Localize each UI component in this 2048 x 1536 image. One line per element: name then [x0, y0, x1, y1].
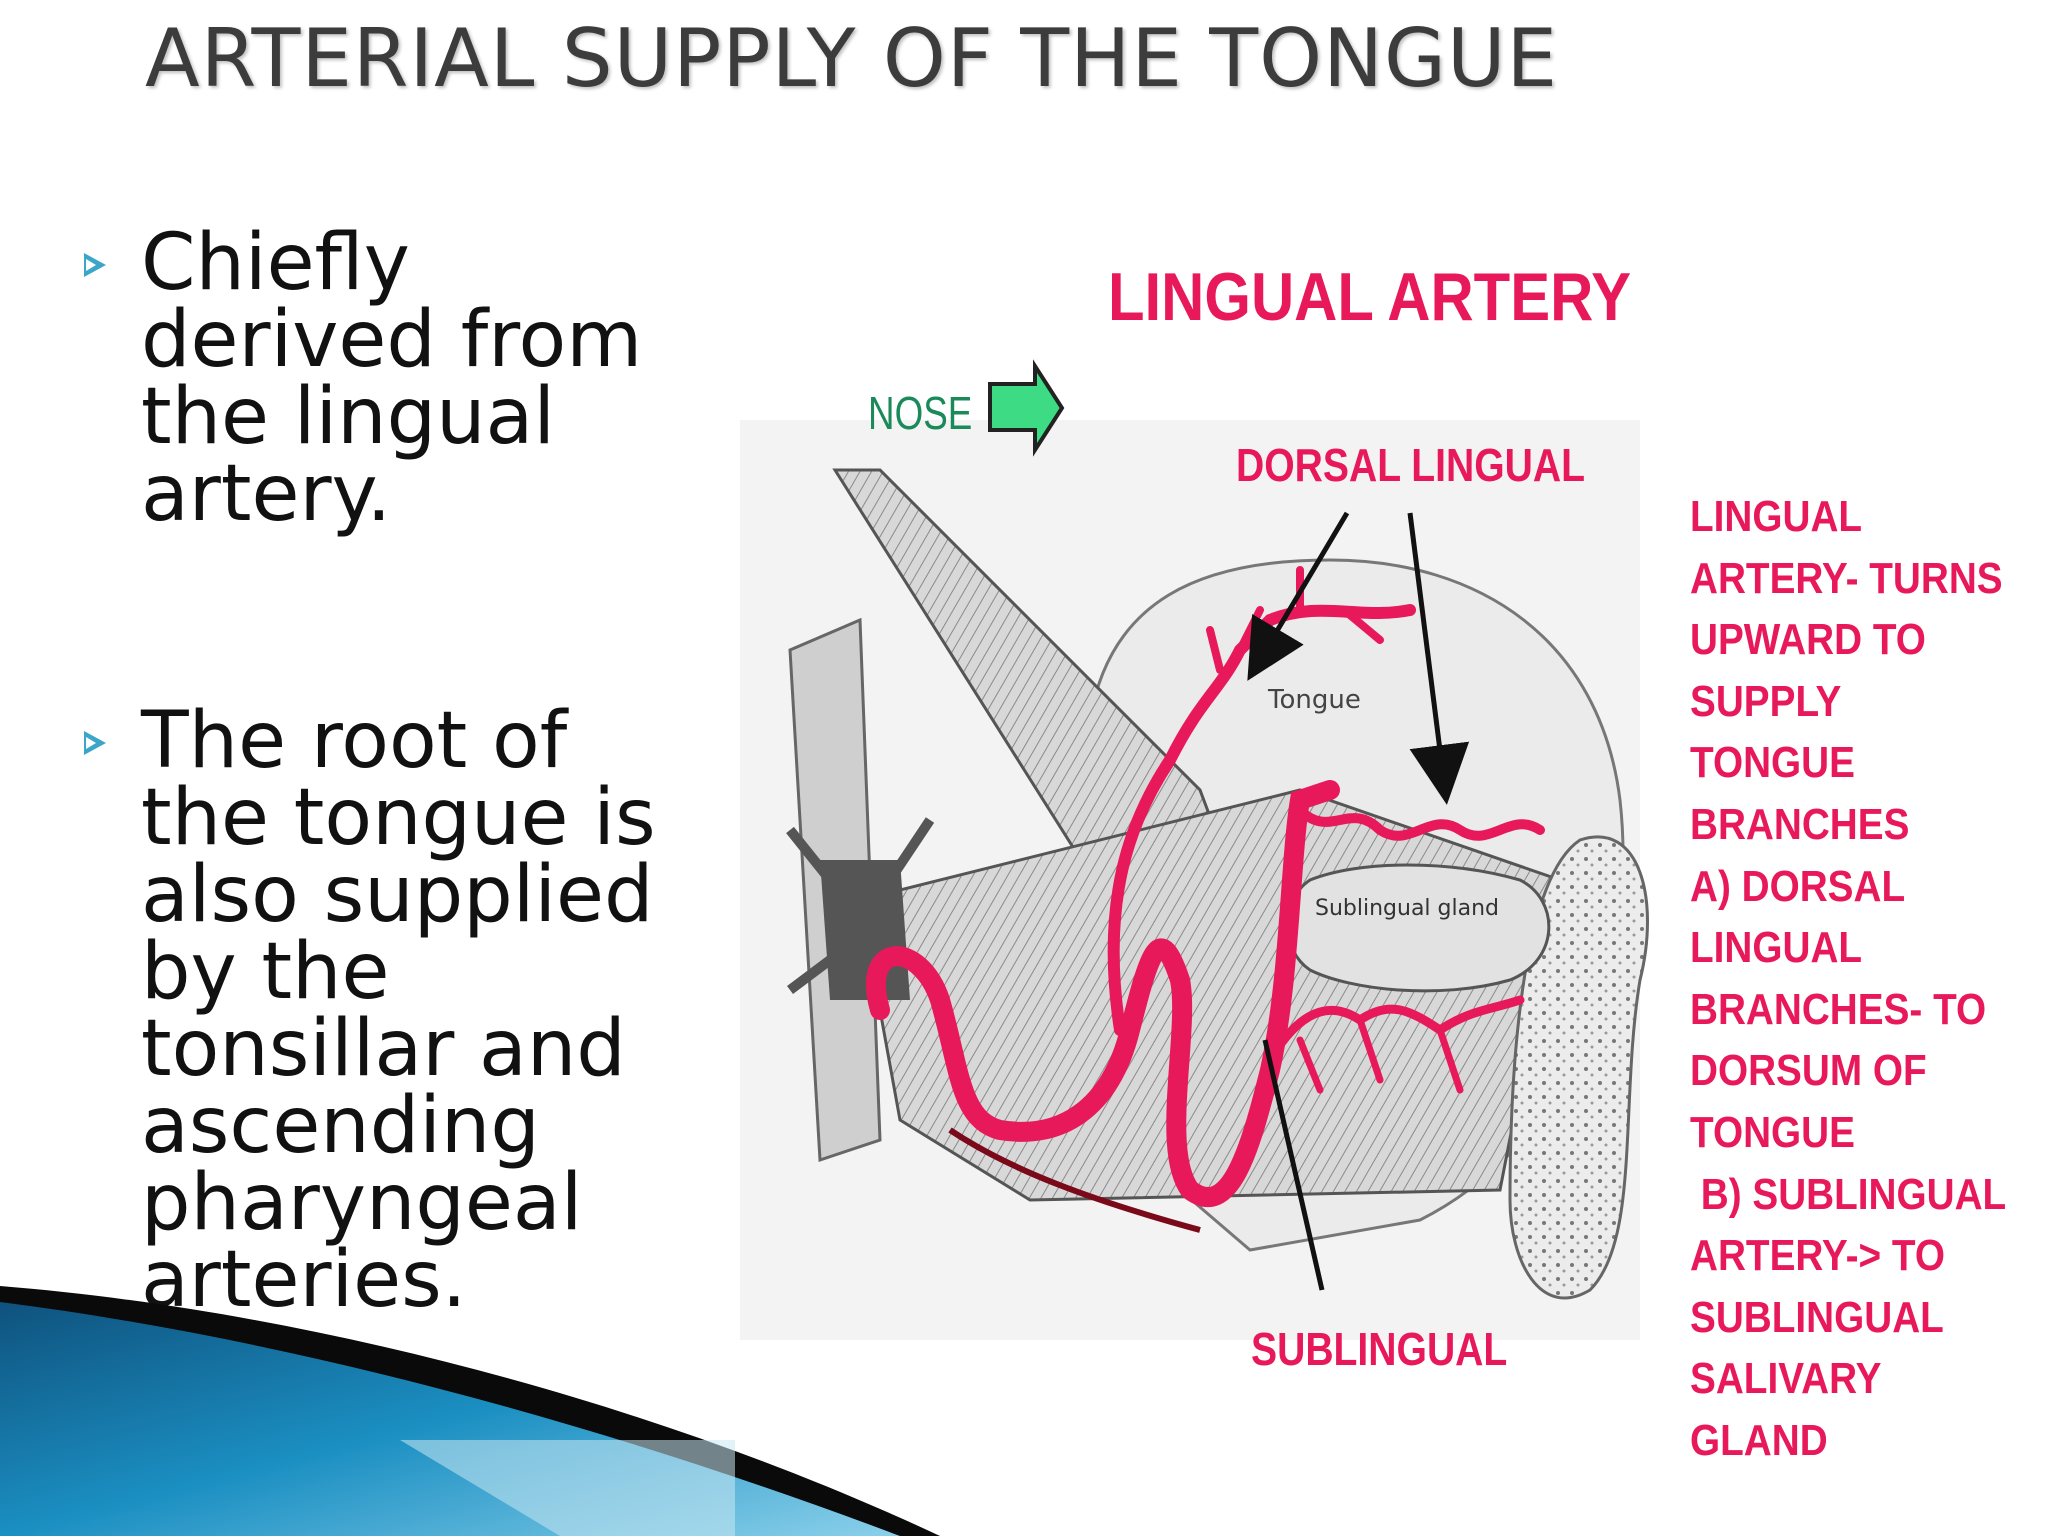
sublingual-twigs — [1296, 1016, 1464, 1094]
bullet-item-1: Chiefly derived from the lingual artery. — [84, 224, 644, 533]
side-note-line: SUPPLY — [1690, 676, 1842, 726]
dorsal-pointer-line — [1407, 512, 1470, 805]
dorsal-lingual-artery — [1107, 604, 1416, 1036]
bullet-arrow-icon — [84, 253, 106, 277]
side-note-line: UPWARD TO — [1690, 615, 1926, 665]
side-note-line: LINGUAL — [1690, 492, 1863, 541]
side-note-line: GLAND — [1690, 1415, 1828, 1465]
mandible-section — [1508, 835, 1649, 1300]
sublingual-label: SUBLINGUAL — [1251, 1323, 1508, 1375]
side-note-line: B) SUBLINGUAL — [1690, 1169, 2007, 1219]
side-note-line: SALIVARY — [1690, 1354, 1882, 1404]
side-note-line: BRANCHES- TO — [1690, 984, 1987, 1034]
sublingual-pointer-line — [1262, 1039, 1325, 1291]
tongue-text: Tongue — [1267, 685, 1361, 715]
side-note-line: A) DORSAL — [1690, 861, 1906, 911]
dorsal-lingual-label: DORSAL LINGUAL — [1236, 439, 1586, 491]
gland-text: Sublingual gland — [1315, 896, 1499, 921]
external-carotid-stump — [820, 860, 910, 1000]
side-note-line: TONGUE — [1690, 738, 1855, 788]
side-note-line: TONGUE — [1690, 1107, 1855, 1157]
bullet-arrow-icon — [84, 731, 106, 755]
sublingual-artery — [1265, 995, 1525, 1065]
side-note-line: DORSUM OF — [1690, 1046, 1927, 1096]
side-note: LINGUAL ARTERY- TURNS UPWARD TO SUPPLY T… — [1690, 486, 2006, 1472]
nose-arrow-icon — [988, 359, 1065, 457]
side-note-line: ARTERY-> TO — [1690, 1231, 1945, 1281]
slide-title: ARTERIAL SUPPLY OF THE TONGUE — [145, 12, 1559, 105]
vessel-stumps — [786, 817, 935, 994]
dorsal-pointer-line — [1247, 511, 1350, 681]
side-note-line: BRANCHES — [1690, 799, 1910, 849]
side-note-line: LINGUAL — [1690, 923, 1863, 973]
hypoglossal-line — [948, 1127, 1201, 1233]
nose-label: NOSE — [868, 387, 973, 439]
bullet-text: Chiefly derived from the lingual artery. — [141, 218, 643, 539]
side-note-line: SUBLINGUAL — [1690, 1292, 1944, 1342]
deep-lingual-artery — [1295, 805, 1545, 841]
side-note-line: ARTERY- TURNS — [1690, 553, 2003, 603]
diagram-heading: LINGUAL ARTERY — [1108, 259, 1632, 335]
sublingual-gland — [1286, 863, 1551, 993]
